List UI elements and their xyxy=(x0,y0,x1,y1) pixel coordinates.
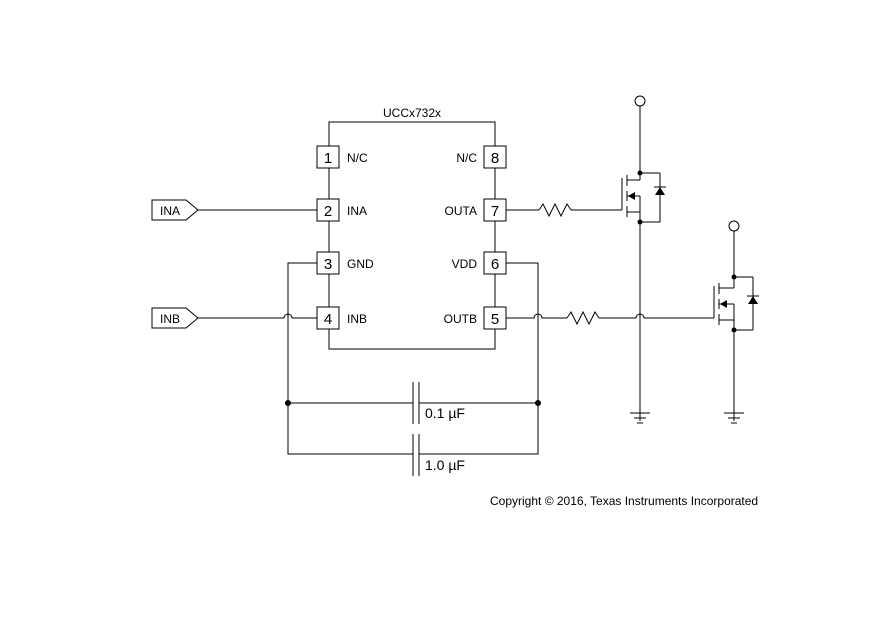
pin-2-label: INA xyxy=(347,204,367,218)
gnd-wire xyxy=(287,262,413,455)
capacitor-0-1uf: 0.1 µF xyxy=(285,382,541,424)
input-connector-inb: INB xyxy=(151,307,317,329)
pin-7-label: OUTA xyxy=(445,204,477,218)
pin-6: 6 VDD xyxy=(452,251,507,275)
cap-0-1uf-label: 0.1 µF xyxy=(425,405,465,421)
pin-2-number: 2 xyxy=(324,203,332,220)
pin-4-label: INB xyxy=(347,312,367,326)
pin-2: 2 INA xyxy=(316,198,367,222)
ground-a xyxy=(630,412,650,424)
pin-4: 4 INB xyxy=(316,306,367,330)
pin-1-number: 1 xyxy=(324,150,332,167)
pin-1-label: N/C xyxy=(347,151,368,165)
mosfet-b xyxy=(713,220,759,421)
pin-8-label: N/C xyxy=(456,151,477,165)
capacitor-1-0uf: 1.0 µF xyxy=(412,434,465,476)
pin-7-number: 7 xyxy=(491,203,499,220)
ic-body xyxy=(328,121,496,350)
pin-7: 7 OUTA xyxy=(445,198,507,222)
vdd-wire xyxy=(419,262,539,455)
input-connector-ina: INA xyxy=(151,199,317,221)
outa-resistor xyxy=(506,202,622,218)
pin-8: 8 N/C xyxy=(456,145,507,169)
pin-4-number: 4 xyxy=(324,311,332,328)
cap-1-0uf-label: 1.0 µF xyxy=(425,457,465,473)
pin-6-number: 6 xyxy=(491,256,499,273)
pin-3-label: GND xyxy=(347,257,374,271)
pin-6-label: VDD xyxy=(452,257,478,271)
pin-5-number: 5 xyxy=(491,311,499,328)
pin-5: 5 OUTB xyxy=(444,306,507,330)
pin-3: 3 GND xyxy=(316,251,374,275)
inb-label: INB xyxy=(160,312,180,326)
ground-b xyxy=(724,412,744,424)
pin-3-number: 3 xyxy=(324,256,332,273)
outb-resistor xyxy=(506,310,714,326)
ina-label: INA xyxy=(160,204,180,218)
pin-1: 1 N/C xyxy=(316,145,368,169)
ic-name: UCCx732x xyxy=(383,106,441,120)
copyright-text: Copyright © 2016, Texas Instruments Inco… xyxy=(490,494,758,508)
pin-8-number: 8 xyxy=(491,150,499,167)
pin-5-label: OUTB xyxy=(444,312,477,326)
mosfet-a xyxy=(621,95,666,421)
